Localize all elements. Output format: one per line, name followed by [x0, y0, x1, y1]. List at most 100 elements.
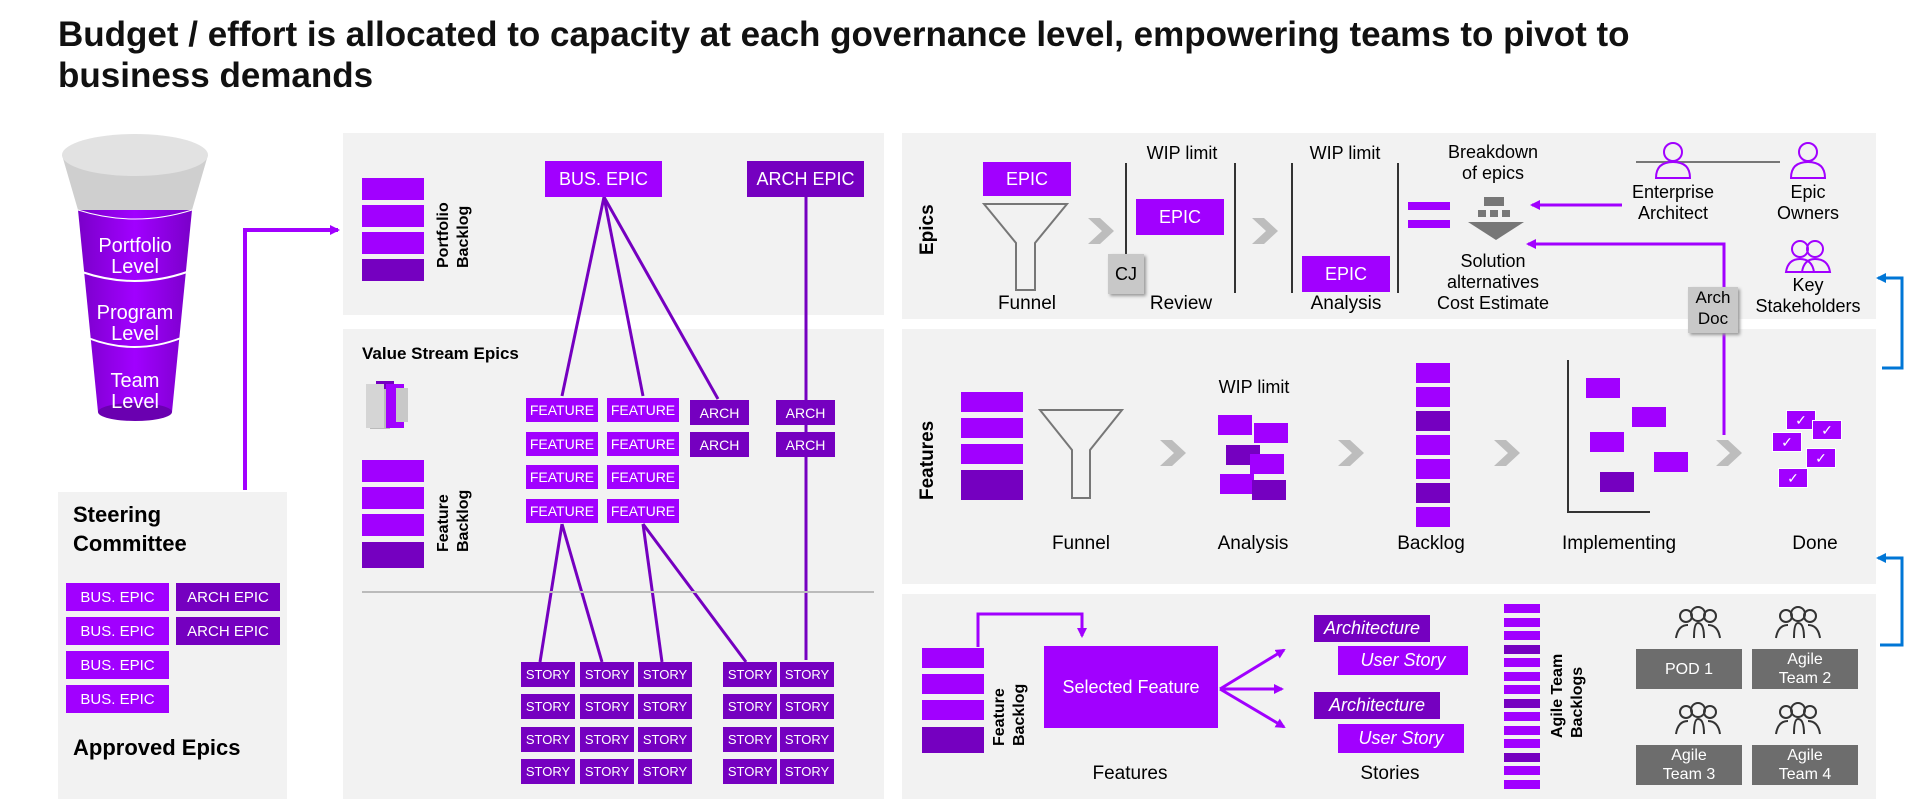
bus-epic-box: BUS. EPIC — [545, 161, 662, 197]
feature-box: FEATURE — [607, 499, 679, 523]
arch-box: ARCH — [690, 400, 749, 425]
team-backlog-item — [1504, 604, 1540, 613]
analysis-item — [1218, 415, 1252, 435]
story-box: STORY — [780, 759, 834, 784]
backlog-item — [1416, 459, 1450, 479]
team-backlog-item — [1504, 766, 1540, 775]
team-backlog-item — [1504, 671, 1540, 681]
features-row-label: Features — [917, 420, 938, 500]
story-box: STORY — [521, 694, 575, 719]
story-box: STORY — [780, 662, 834, 687]
feature-box: FEATURE — [607, 465, 679, 489]
check-icon: ✓ — [1812, 420, 1842, 440]
portfolio-backlog-label: Portfolio Backlog — [435, 202, 472, 268]
steering-bus-epic-3: BUS. EPIC — [66, 651, 169, 679]
implementing-item — [1632, 407, 1666, 427]
implementing-item — [1600, 472, 1634, 492]
backlog-item — [1416, 411, 1450, 431]
features-stage-analysis: Analysis — [1217, 533, 1289, 554]
team-pod-1: POD 1 — [1636, 649, 1742, 689]
story-box: STORY — [638, 727, 692, 752]
stories-label: Stories — [1360, 763, 1420, 784]
stage-funnel: Funnel — [997, 293, 1057, 314]
portfolio-backlog-item — [362, 205, 424, 227]
stage-review: Review — [1149, 293, 1213, 314]
cup-level-program: Program Level — [96, 302, 174, 345]
steering-arch-epic-1: ARCH EPIC — [176, 583, 280, 611]
check-icon: ✓ — [1772, 432, 1802, 452]
team-icons — [1675, 606, 1821, 735]
feature-backlog-item — [362, 514, 424, 536]
solution-label: Solution alternatives Cost Estimate — [1436, 251, 1550, 313]
steering-panel — [58, 492, 287, 799]
epic-analysis-box: EPIC — [1302, 256, 1390, 292]
team-backlog-item — [1504, 698, 1540, 708]
story-box: STORY — [580, 662, 634, 687]
features-funnel-item — [961, 470, 1023, 500]
story-box: STORY — [521, 662, 575, 687]
team-backlog-item — [1504, 712, 1540, 721]
feature-box: FEATURE — [607, 432, 679, 456]
implementing-item — [1654, 452, 1688, 472]
architecture-box-2: Architecture — [1314, 692, 1440, 719]
wip-limit-review: WIP limit — [1146, 143, 1218, 163]
features-stage-implementing: Implementing — [1561, 533, 1677, 554]
cup-level-team: Team Level — [110, 370, 160, 413]
story-box: STORY — [723, 727, 777, 752]
team-feature-backlog-item — [922, 674, 984, 694]
features-funnel-item — [961, 444, 1023, 464]
steering-bus-epic-1: BUS. EPIC — [66, 583, 169, 611]
person-icons — [1654, 142, 1832, 273]
epic-owner-icon — [1789, 142, 1827, 179]
feature-backlog-item — [362, 542, 424, 568]
analysis-item — [1220, 474, 1254, 494]
portfolio-backlog-item — [362, 232, 424, 254]
wip-limit-analysis: WIP limit — [1309, 143, 1381, 163]
cup-icon — [62, 134, 208, 421]
portfolio-backlog-item — [362, 178, 424, 200]
value-stream-label: Value Stream Epics — [362, 344, 519, 363]
selected-feature-box: Selected Feature — [1044, 646, 1218, 728]
features-stage-funnel: Funnel — [1051, 533, 1111, 554]
steering-bus-epic-2: BUS. EPIC — [66, 617, 169, 645]
epic-review-box: EPIC — [1136, 199, 1224, 235]
breakdown-label: Breakdown of epics — [1447, 142, 1539, 183]
story-box: STORY — [723, 694, 777, 719]
feature-box: FEATURE — [526, 499, 598, 523]
arch-doc-note: Arch Doc — [1688, 287, 1738, 333]
team-agile-3: Agile Team 3 — [1636, 745, 1742, 785]
team-feature-backlog-item — [922, 700, 984, 720]
backlog-item — [1416, 483, 1450, 503]
backlog-item — [1416, 507, 1450, 527]
stage-analysis: Analysis — [1310, 293, 1382, 314]
feature-box: FEATURE — [607, 398, 679, 422]
team-backlog-item — [1504, 631, 1540, 640]
steering-arch-epic-2: ARCH EPIC — [176, 617, 280, 645]
features-funnel-item — [961, 392, 1023, 412]
team-backlog-item — [1504, 617, 1540, 627]
breakdown-icon — [1468, 197, 1524, 240]
analysis-item — [1254, 423, 1288, 443]
team-agile-4: Agile Team 4 — [1752, 745, 1858, 785]
backlog-item — [1416, 387, 1450, 407]
key-stakeholders-label: Key Stakeholders — [1755, 275, 1861, 316]
team-backlog-item — [1504, 752, 1540, 762]
user-story-box-1: User Story — [1338, 646, 1468, 675]
story-box: STORY — [580, 759, 634, 784]
steering-bus-epic-4: BUS. EPIC — [66, 685, 169, 713]
team-backlog-item — [1504, 658, 1540, 667]
features-funnel-item — [961, 418, 1023, 438]
feature-backlog-item — [362, 487, 424, 509]
document-stack-icon — [366, 381, 408, 429]
feature-backlog-label: Feature Backlog — [435, 489, 472, 552]
arch-box: ARCH — [776, 400, 835, 425]
feature-backlog-item — [362, 460, 424, 482]
enterprise-architect-icon — [1654, 142, 1692, 179]
story-box: STORY — [521, 759, 575, 784]
story-box: STORY — [638, 694, 692, 719]
team-feature-backlog-item — [922, 648, 984, 668]
page-title: Budget / effort is allocated to capacity… — [58, 15, 1630, 95]
story-box: STORY — [580, 694, 634, 719]
team-backlog-item — [1504, 725, 1540, 735]
arch-epic-box: ARCH EPIC — [747, 161, 864, 197]
